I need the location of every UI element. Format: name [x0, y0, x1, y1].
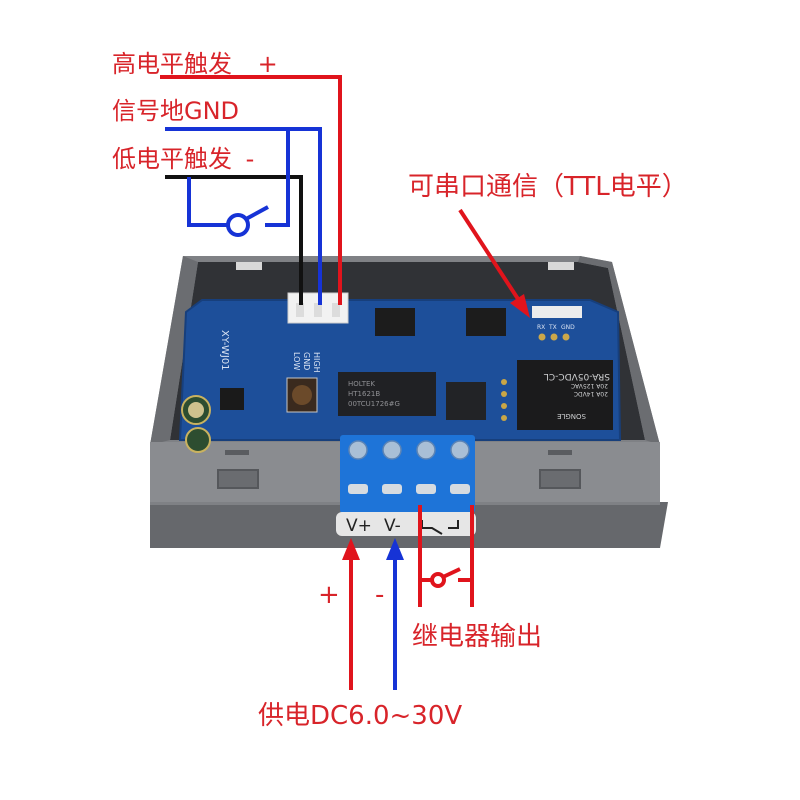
- power-plus-arrow-icon: [342, 538, 360, 690]
- trigger-switch-symbol-icon: [187, 129, 290, 237]
- pcb-board: XY-WJ01 LOW GND HIGH HOLTEK HT1621B 00TC…: [178, 299, 622, 453]
- svg-text:GND: GND: [561, 324, 575, 331]
- relay-output-label: 继电器输出: [412, 622, 543, 652]
- power-minus-sign: -: [375, 580, 385, 610]
- power-plus-sign: +: [318, 580, 340, 610]
- high-trigger-wire: [160, 75, 342, 305]
- svg-text:20A 14VDC: 20A 14VDC: [574, 390, 608, 397]
- relay-markings: SRA-05VDC-CL 20A 14VDC 20A 125VAC SONGLE: [544, 371, 610, 420]
- gnd-wire: [165, 127, 322, 305]
- svg-text:RX: RX: [537, 324, 545, 331]
- board-model-label: XY-WJ01: [219, 330, 230, 371]
- terminal-block[interactable]: [340, 435, 475, 513]
- serial-port-label: 可串口通信（TTL电平）: [408, 172, 688, 202]
- power-minus-arrow-icon: [386, 538, 404, 690]
- pin-label-gnd: GND: [302, 352, 311, 370]
- svg-text:SRA-05VDC-CL: SRA-05VDC-CL: [544, 371, 610, 381]
- terminal-label-vminus: V-: [384, 516, 401, 536]
- high-trigger-label: 高电平触发 +: [112, 50, 278, 78]
- low-trigger-wire: [165, 175, 303, 305]
- svg-text:SONGLE: SONGLE: [557, 412, 586, 420]
- terminal-label-plate: [336, 512, 476, 536]
- chip-markings: HOLTEK HT1621B 00TCU1726#G: [348, 380, 400, 408]
- serial-pin-labels: RX TX GND: [537, 324, 575, 331]
- pin-label-high: HIGH: [312, 352, 321, 373]
- signal-ground-label: 信号地GND: [112, 97, 240, 125]
- relay-output-switch-symbol-icon: [418, 505, 474, 607]
- svg-text:20A 125VAC: 20A 125VAC: [571, 382, 608, 389]
- power-supply-label: 供电DC6.0~30V: [258, 701, 463, 731]
- terminal-label-vplus: V+: [346, 516, 372, 536]
- svg-text:HOLTEK: HOLTEK: [348, 380, 375, 388]
- serial-port-arrow-icon: [458, 208, 530, 318]
- pin-label-low: LOW: [292, 352, 301, 370]
- svg-text:TX: TX: [548, 324, 557, 331]
- svg-text:00TCU1726#G: 00TCU1726#G: [348, 400, 400, 408]
- svg-text:HT1621B: HT1621B: [348, 390, 380, 398]
- low-trigger-label: 低电平触发 -: [112, 145, 255, 173]
